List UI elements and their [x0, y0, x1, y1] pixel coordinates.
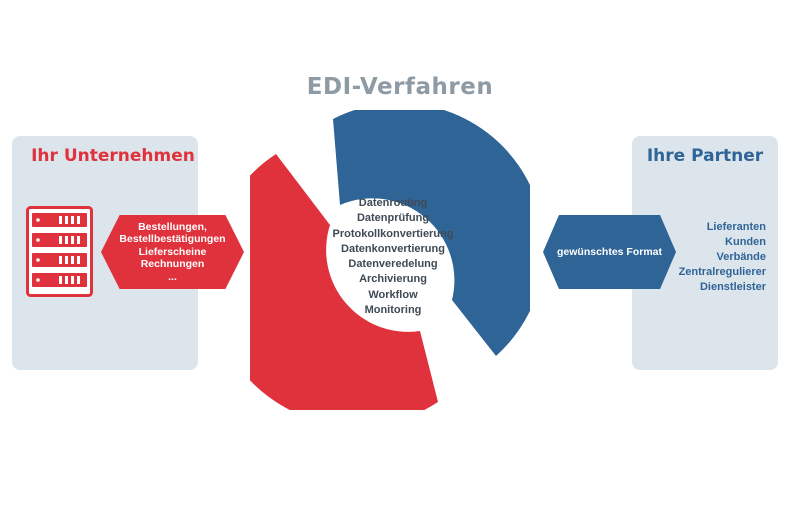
process-step: Protokollkonvertierung — [332, 227, 454, 240]
cycle-arc-blue — [333, 110, 530, 356]
cycle-arc-red — [250, 154, 438, 410]
format-hexagon: gewünschtes Format — [543, 215, 676, 289]
process-step: Monitoring — [364, 304, 422, 317]
document-item: Bestellbestätigungen — [119, 233, 226, 246]
process-step: Workflow — [368, 288, 418, 301]
server-icon — [26, 206, 93, 297]
partner-list: Lieferanten Kunden Verbände Zentralregul… — [676, 220, 766, 295]
process-step: Datenkonvertierung — [341, 242, 445, 255]
partner-item: Dienstleister — [699, 281, 766, 293]
process-cycle — [250, 110, 530, 410]
process-step: Datenprüfung — [356, 212, 430, 225]
partner-item: Zentralregulierer — [678, 266, 766, 278]
process-step: Datenveredelung — [348, 258, 438, 271]
process-step: Archivierung — [359, 273, 427, 286]
format-label: gewünschtes Format — [556, 245, 663, 258]
partner-item: Lieferanten — [706, 221, 766, 233]
company-panel-title: Ihr Unternehmen — [31, 146, 195, 166]
document-item: ... — [168, 270, 177, 283]
document-item: Rechnungen — [140, 258, 205, 271]
partner-item: Verbände — [716, 251, 766, 263]
partner-panel-title: Ihre Partner — [646, 146, 764, 166]
document-item: Lieferscheine — [138, 245, 207, 258]
document-item: Bestellungen, — [138, 220, 207, 233]
documents-hexagon: Bestellungen, Bestellbestätigungen Liefe… — [101, 215, 244, 289]
partner-item: Kunden — [725, 236, 766, 248]
diagram-title: EDI-Verfahren — [306, 74, 494, 100]
process-steps: Datenrouting Datenprüfung Protokollkonve… — [318, 196, 468, 318]
process-step: Datenrouting — [358, 197, 428, 209]
